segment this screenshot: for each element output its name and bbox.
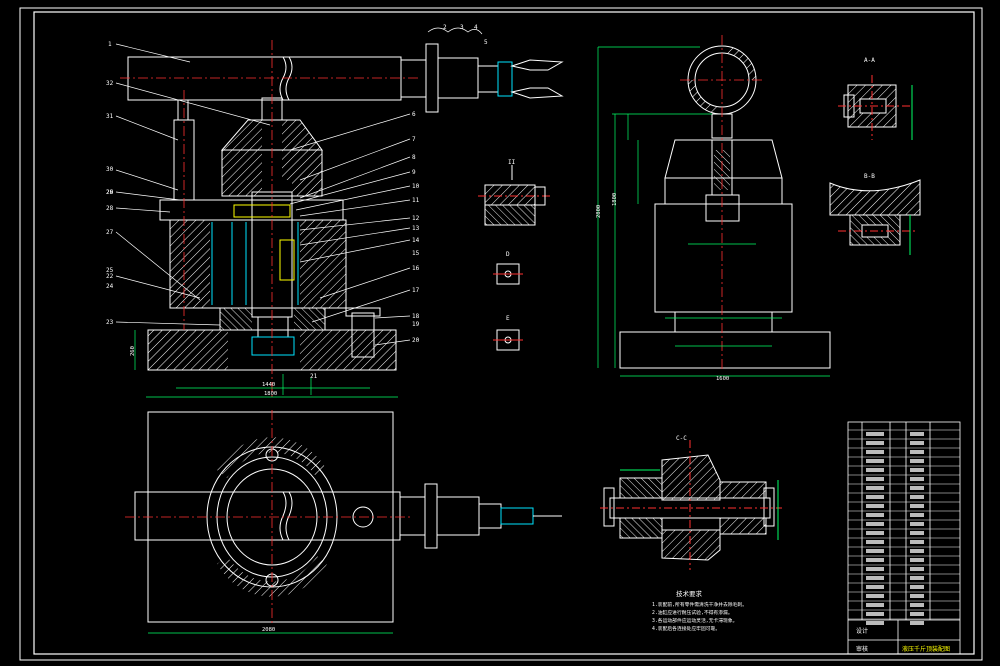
detail-d [493,263,523,285]
part-number-18: 18 [412,313,420,320]
front-section-hatch [148,120,396,370]
section-a-a [838,75,913,140]
detail-e [493,329,523,351]
dim-width-main: 1440 [262,382,275,388]
title-block-checker: 审核 [856,645,868,653]
part-number-27: 27 [106,229,114,236]
side-dimensions [597,46,830,377]
tech-req-title: 技术要求 [676,589,703,598]
title-block-designer: 设计 [856,627,868,635]
inner-frame [33,11,975,655]
dim-total-main: 1800 [264,391,277,397]
part-number-7: 7 [412,136,416,143]
front-center-lines [120,40,420,400]
dim-plan-width: 2080 [262,627,275,633]
title-block-name: 液压千斤顶装配图 [902,645,950,653]
part-number-30: 30 [106,166,114,173]
dim-base-height: 260 [130,346,136,356]
outer-frame [19,7,983,661]
part-number-32: 32 [106,80,114,87]
section-label-a: A-A [864,57,875,64]
front-dimensions [134,330,398,398]
part-number-25: 25 [106,267,114,274]
detail-ii [478,165,552,226]
tech-req-line: 2.油缸应进行耐压试验,不得有渗漏。 [652,609,733,616]
part-number-31: 31 [106,113,114,120]
part-number-24: 24 [106,283,114,290]
plan-center-lines [125,410,410,625]
dim-side-h2: 1800 [612,193,618,206]
section-label-ii: II [508,159,516,166]
section-label-c: C-C [676,435,687,442]
part-number-6: 6 [412,111,416,118]
part-number-11: 11 [412,197,420,204]
part-number-9: 9 [412,169,416,176]
tech-req-line: 3.各运动部件应运动灵活,无卡滞现象。 [652,617,737,624]
dim-side-h1: 2800 [596,205,602,218]
part-number-21: 21 [310,373,318,380]
leader-lines [115,27,483,346]
part-number-16: 16 [412,265,420,272]
section-label-e: E [506,315,510,322]
side-view [619,45,831,369]
section-label-b: B-B [864,173,875,180]
part-number-26: 26 [106,189,114,196]
part-number-29: 29 [106,189,114,196]
tech-req-line: 4.装配后各连接处应牢固可靠。 [652,625,720,632]
part-number-3: 3 [460,24,464,31]
section-c-c [600,440,782,570]
part-number-15: 15 [412,250,420,257]
part-number-28: 28 [106,205,114,212]
section-label-d: D [506,251,510,258]
part-number-1: 1 [108,41,112,48]
part-number-10: 10 [412,183,420,190]
part-number-20: 20 [412,337,420,344]
part-number-19: 19 [412,321,420,328]
part-number-17: 17 [412,287,420,294]
part-number-5: 5 [484,39,488,46]
part-number-12: 12 [412,215,420,222]
part-number-22: 22 [106,273,114,280]
part-number-23: 23 [106,319,114,326]
title-block-rows [848,429,960,625]
part-number-14: 14 [412,237,420,244]
dim-side-total: 1600 [716,376,729,382]
part-number-2: 2 [443,24,447,31]
section-b-b [829,179,921,255]
part-number-8: 8 [412,154,416,161]
tech-req-line: 1.装配前,所有零件需清洗干净并去除毛刺。 [652,601,747,608]
side-center-lines [680,35,765,372]
tech-req-lines: 1.装配前,所有零件需清洗干净并去除毛刺。2.油缸应进行耐压试验,不得有渗漏。3… [652,601,747,632]
front-spring [211,204,299,305]
part-number-4: 4 [474,24,478,31]
part-number-13: 13 [412,225,420,232]
